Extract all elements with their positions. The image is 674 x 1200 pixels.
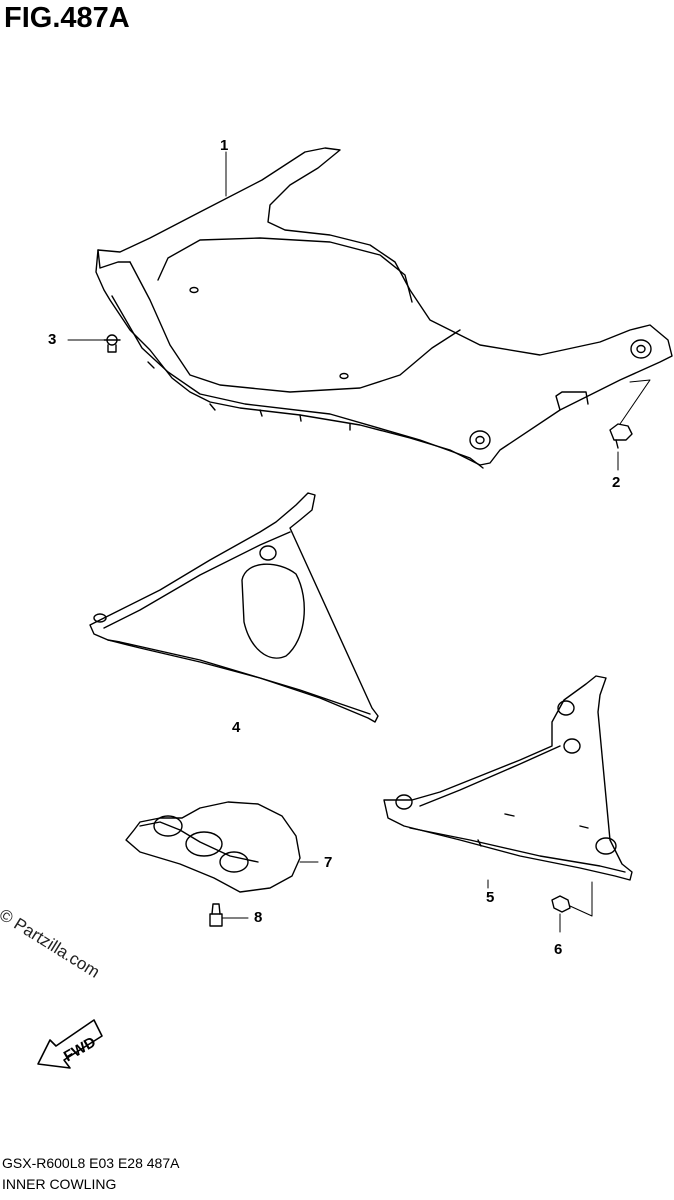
part-2-clip[interactable] xyxy=(609,379,651,471)
callout-2[interactable]: 2 xyxy=(612,474,621,491)
callout-7[interactable]: 7 xyxy=(324,854,333,871)
callout-6[interactable]: 6 xyxy=(554,941,563,958)
callout-3[interactable]: 3 xyxy=(48,331,57,348)
part-5-inner-panel[interactable] xyxy=(383,675,633,881)
footer-section-name: INNER COWLING xyxy=(2,1176,117,1192)
part-4-inner-panel[interactable] xyxy=(89,492,379,723)
callout-5[interactable]: 5 xyxy=(486,889,495,906)
footer-model-code: GSX-R600L8 E03 E28 487A xyxy=(2,1155,180,1171)
part-3-clip[interactable] xyxy=(67,334,121,353)
figure-title: FIG.487A xyxy=(4,2,130,34)
part-7-cover[interactable] xyxy=(125,801,319,893)
part-6-clip[interactable] xyxy=(551,881,593,933)
fwd-direction-arrow: FWD xyxy=(37,1019,103,1069)
callout-1[interactable]: 1 xyxy=(220,137,229,154)
callout-8[interactable]: 8 xyxy=(254,909,263,926)
part-1-inner-cowling[interactable] xyxy=(95,147,673,469)
callout-4[interactable]: 4 xyxy=(232,719,241,736)
part-8-bolt[interactable] xyxy=(209,903,249,927)
